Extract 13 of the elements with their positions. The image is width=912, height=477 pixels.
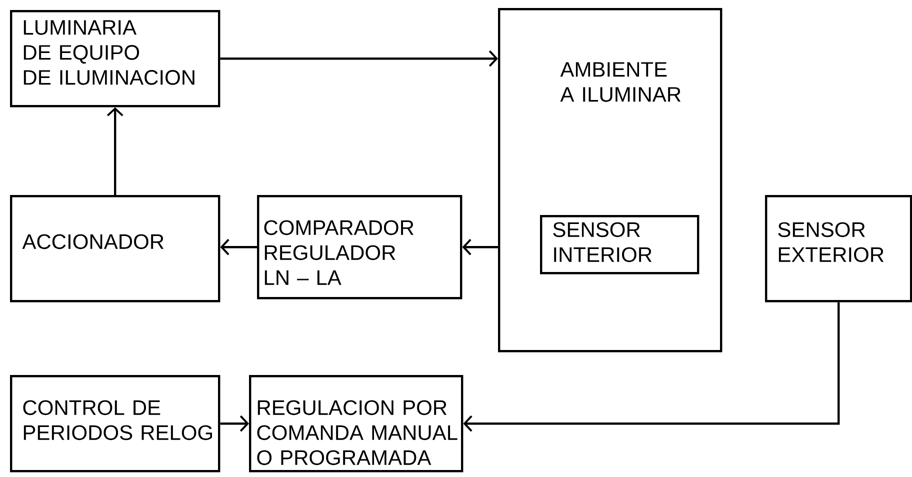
process-box: CONTROL DE PERIODOS RELOG bbox=[10, 375, 220, 472]
arrow bbox=[220, 415, 249, 432]
arrow bbox=[463, 302, 840, 432]
arrow bbox=[106, 107, 124, 195]
process-box: SENSOR INTERIOR bbox=[540, 215, 700, 274]
process-box: ACCIONADOR bbox=[10, 195, 220, 302]
arrow bbox=[462, 238, 498, 256]
process-box: LUMINARIA DE EQUIPO DE ILUMINACION bbox=[10, 10, 220, 108]
process-box: COMPARADOR REGULADOR LN – LA bbox=[257, 195, 462, 300]
arrow bbox=[220, 238, 257, 256]
process-box: SENSOR EXTERIOR bbox=[765, 195, 912, 302]
arrow bbox=[220, 50, 498, 67]
process-box: REGULACION POR COMANDA MANUAL O PROGRAMADA bbox=[249, 375, 464, 472]
